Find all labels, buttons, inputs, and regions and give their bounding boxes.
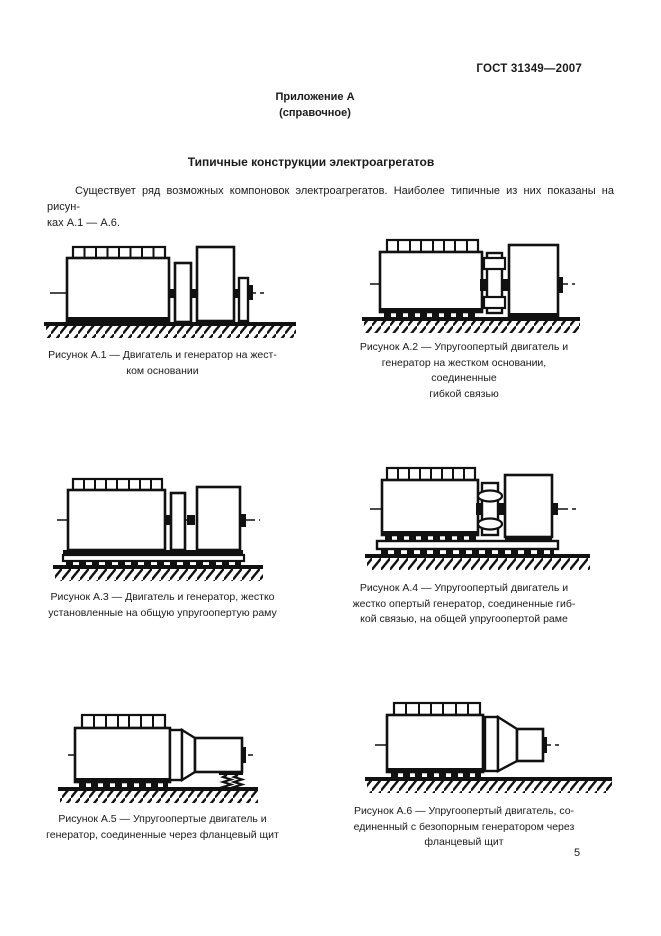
flywheel — [173, 261, 193, 324]
ground — [44, 322, 296, 338]
figure-a1-diagram — [44, 245, 296, 338]
figure-a5-diagram — [58, 713, 258, 803]
caption-line: кой связью, на общей упругоопертой раме — [360, 613, 568, 625]
shaft-end — [558, 277, 563, 293]
engine-body — [73, 726, 172, 784]
caption-line: генератор на жестком основании, соединен… — [381, 356, 547, 385]
generator-body — [507, 243, 560, 319]
engine-base — [380, 308, 482, 312]
ground — [365, 554, 590, 570]
caption-line: Рисунок А.2 — Упругоопертый двигатель и — [359, 341, 569, 353]
engine-body — [66, 488, 167, 552]
cylinder-caps — [385, 466, 477, 482]
caption-line: Рисунок А.4 — Упругоопертый двигатель и — [359, 582, 569, 594]
shaft-end — [242, 747, 246, 763]
intro-line-2: ках А.1 — А.6. — [47, 217, 120, 229]
cylinder-caps — [392, 701, 482, 717]
shaft-end — [552, 503, 558, 515]
ground-hatch — [364, 321, 580, 333]
intro-paragraph: Существует ряд возможных компоновок элек… — [47, 183, 614, 231]
figure-a3-caption: Рисунок А.3 — Двигатель и генератор, жес… — [35, 590, 290, 621]
spring — [218, 774, 235, 790]
flange-shield — [168, 727, 197, 783]
figure-a4-diagram — [365, 466, 590, 570]
generator-rigid-base — [505, 537, 552, 541]
appendix-subtitle: (справочное) — [279, 107, 351, 119]
common-frame — [61, 553, 246, 563]
figure-a3-diagram — [53, 477, 263, 581]
caption-line: единенный с безопорным генератором через — [353, 820, 575, 833]
figure-a1-caption: Рисунок А.1 — Двигатель и генератор на ж… — [35, 348, 290, 379]
engine-base — [382, 531, 478, 535]
generator-base — [509, 313, 558, 317]
engine-base — [75, 778, 170, 782]
generator-body — [195, 485, 242, 552]
shaft-connectors — [165, 514, 246, 527]
engine-body — [380, 478, 480, 537]
flange-shield — [483, 714, 519, 773]
figure-a6-caption: Рисунок А.6 — Упругоопертый двигатель, с… — [348, 804, 580, 851]
caption-line: жестко опертый генератор, соединенные ги… — [352, 597, 576, 610]
figure-a2-diagram — [362, 238, 580, 333]
shaft-connectors — [169, 285, 253, 300]
cylinder-caps — [385, 238, 480, 254]
caption-line: Рисунок А.5 — Упругоопертые двигатель и — [58, 813, 267, 825]
frame-top-flange — [63, 550, 243, 555]
ground — [362, 317, 580, 333]
section-title: Типичные конструкции электроагрегатов — [187, 155, 435, 169]
appendix-heading: Приложение А (справочное) — [0, 89, 630, 121]
caption-line: Рисунок А.1 — Двигатель и генератор на ж… — [48, 349, 277, 361]
ground — [53, 565, 263, 581]
ground-hatch — [367, 781, 612, 793]
caption-line: фланцевый щит — [424, 836, 504, 848]
caption-line: ком основании — [126, 364, 199, 377]
cylinder-caps — [80, 713, 167, 730]
ground-hatch — [60, 791, 258, 803]
figure-a6-diagram — [365, 701, 612, 793]
engine-body — [385, 713, 485, 774]
caption-line: Рисунок А.3 — Двигатель и генератор, жес… — [50, 591, 275, 603]
ground-hatch — [367, 558, 590, 570]
spring — [229, 774, 246, 790]
engine-base — [67, 317, 169, 322]
intro-line-1: Существует ряд возможных компоновок элек… — [47, 185, 614, 213]
generator-body — [195, 245, 236, 323]
engine-body — [65, 256, 171, 324]
spring-bracket — [219, 772, 243, 775]
flexible-coupling — [476, 481, 505, 537]
common-frame — [375, 539, 560, 551]
caption-line: гибкой связью — [429, 387, 499, 400]
figure-a2-caption: Рисунок А.2 — Упругоопертый двигатель и … — [348, 340, 580, 402]
generator-spring-supports — [218, 772, 246, 790]
caption-line: Рисунок А.6 — Упругоопертый двигатель, с… — [353, 805, 575, 817]
cylinder-caps — [71, 477, 164, 492]
figure-a5-caption: Рисунок А.5 — Упругоопертые двигатель и … — [35, 812, 290, 843]
shaft-end — [543, 737, 547, 753]
ground — [365, 777, 612, 793]
exciter — [237, 276, 250, 323]
ground-hatch — [55, 569, 263, 581]
standard-code: ГОСТ 31349—2007 — [476, 63, 582, 75]
figure-a4-caption: Рисунок А.4 — Упругоопертый двигатель и … — [348, 581, 580, 628]
engine-base — [387, 768, 483, 772]
generator-body — [193, 736, 244, 774]
flywheel — [169, 491, 187, 552]
generator-body — [515, 727, 545, 763]
cylinder-caps — [71, 245, 167, 260]
generator-body — [503, 473, 554, 539]
flexible-coupling — [480, 251, 509, 315]
caption-line: установленные на общую упругоопертую рам… — [48, 606, 277, 619]
caption-line: генератор, соединенные через фланцевый щ… — [46, 828, 279, 841]
appendix-title: Приложение А — [275, 91, 355, 103]
engine-body — [378, 250, 484, 314]
ground-hatch — [46, 326, 296, 338]
page-number: 5 — [574, 847, 581, 859]
ground — [58, 787, 258, 803]
